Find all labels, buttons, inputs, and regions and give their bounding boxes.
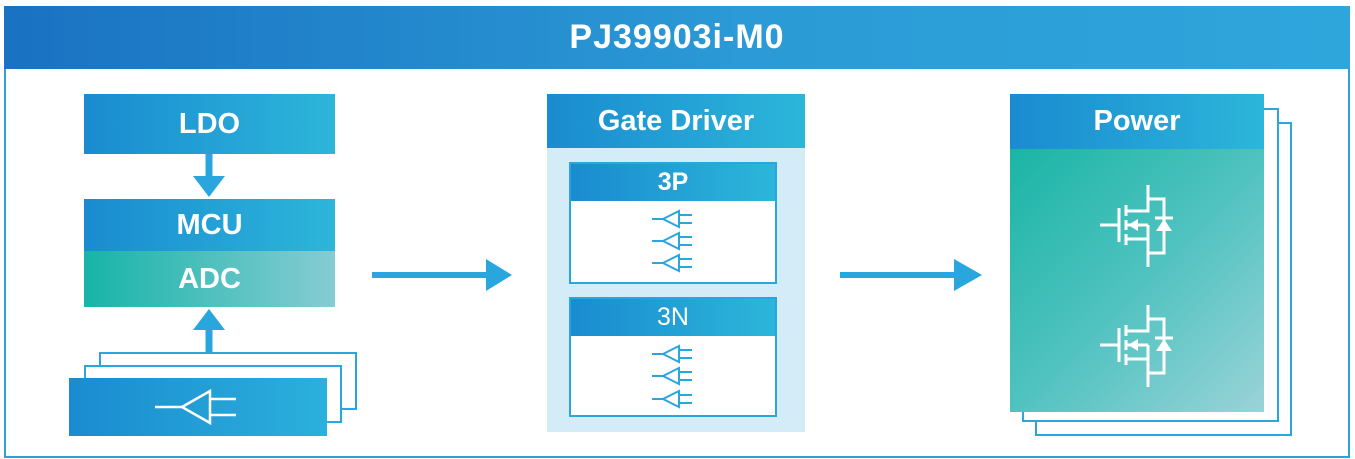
mosfet-icon — [1098, 303, 1175, 389]
mcu-block: MCU — [84, 199, 335, 251]
gate-3p-label: 3P — [657, 168, 689, 196]
arrow-down-icon — [193, 154, 225, 197]
gate-driver-buffer-icon — [651, 345, 693, 408]
gate-3n-block: 3N — [569, 297, 777, 417]
ldo-label: LDO — [178, 107, 241, 140]
gate-3p-header: 3P — [571, 164, 775, 201]
amplifier-icon — [155, 388, 236, 426]
adc-block: ADC — [84, 251, 335, 307]
amplifier-card — [69, 378, 327, 436]
gate-3n-header: 3N — [571, 299, 775, 336]
gate-driver-title: Gate Driver — [547, 94, 805, 148]
gate-driver-buffer-icon — [651, 210, 693, 272]
gate-3n-label: 3N — [657, 303, 689, 331]
power-label: Power — [1093, 105, 1181, 137]
arrow-right-icon — [372, 259, 512, 291]
gate-driver-label: Gate Driver — [597, 104, 755, 137]
arrow-up-icon — [193, 309, 225, 352]
arrow-right-icon — [840, 259, 982, 291]
adc-label: ADC — [178, 262, 241, 295]
diagram-title: PJ39903i-M0 — [569, 18, 785, 56]
power-title: Power — [1010, 94, 1264, 149]
mosfet-icon — [1098, 183, 1175, 269]
mcu-label: MCU — [176, 208, 243, 241]
ldo-block: LDO — [84, 94, 335, 154]
title-bar: PJ39903i-M0 — [4, 6, 1350, 69]
